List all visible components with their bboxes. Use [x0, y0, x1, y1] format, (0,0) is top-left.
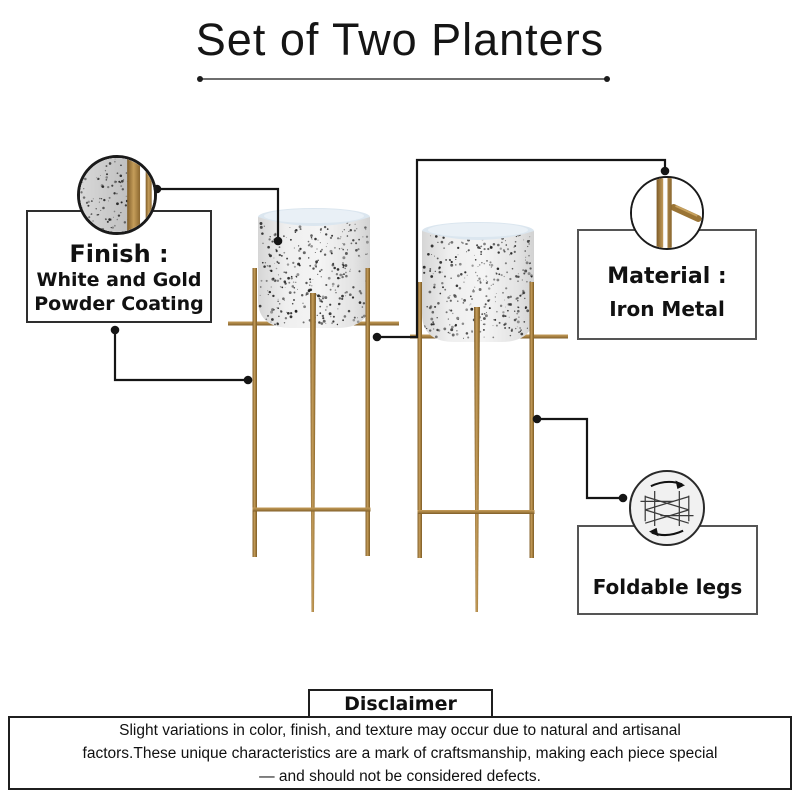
- planter-right: [410, 222, 568, 612]
- stand-leg-center: [474, 307, 480, 612]
- stand-leg-right: [529, 282, 534, 558]
- disclaimer-line-1: Slight variations in color, finish, and …: [119, 721, 681, 739]
- stand-leg-right: [365, 268, 370, 556]
- stand-leg-left: [252, 268, 257, 557]
- material-heading: Material :: [607, 264, 727, 289]
- material-detail-icon: [630, 176, 704, 250]
- material-line-1: Iron Metal: [609, 297, 725, 321]
- stand-cross-bar: [417, 510, 535, 514]
- stand-leg-left: [417, 282, 422, 558]
- title-underline: [197, 76, 610, 82]
- finish-detail-connector: [156, 187, 280, 240]
- foldable-connector: [537, 417, 623, 500]
- stand-leg-center: [310, 293, 316, 612]
- disclaimer-text-box: Slight variations in color, finish, and …: [8, 716, 792, 790]
- foldable-legs-icon: [629, 470, 705, 546]
- disclaimer-line-3: — and should not be considered defects.: [259, 767, 541, 785]
- planter-left: [228, 208, 399, 612]
- finish-line-1: White and Gold: [36, 269, 202, 291]
- foldable-label: Foldable legs: [592, 575, 743, 599]
- finish-line-2: Powder Coating: [34, 293, 204, 315]
- finish-heading: Finish :: [69, 240, 169, 268]
- stand-cross-bar: [252, 507, 371, 512]
- page-title: Set of Two Planters: [195, 14, 605, 65]
- callout-connectors: [113, 158, 667, 500]
- material-connector: [377, 158, 667, 339]
- disclaimer-line-2: factors.These unique characteristics are…: [82, 744, 718, 762]
- finish-box-connector: [113, 327, 249, 382]
- disclaimer-heading-box: Disclaimer: [308, 689, 493, 718]
- finish-callout-box: Finish : White and Gold Powder Coating: [26, 210, 212, 323]
- disclaimer-heading: Disclaimer: [344, 692, 457, 715]
- finish-detail-icon: [77, 155, 157, 235]
